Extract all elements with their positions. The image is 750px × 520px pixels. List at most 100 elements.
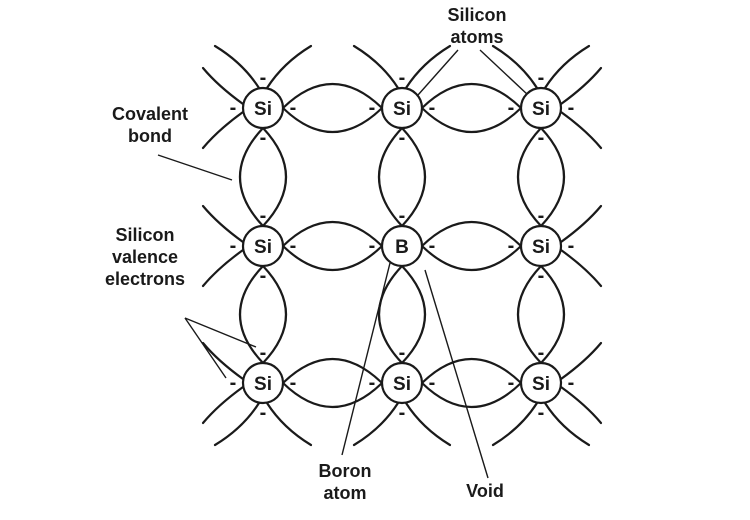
boron-atom: [380, 224, 424, 268]
covalent-bond-line: [420, 82, 523, 110]
valence-electron: -: [260, 205, 267, 227]
valence-electron: -: [538, 127, 545, 149]
outer-bond-line: [559, 248, 603, 288]
covalent-bond-line: [281, 381, 384, 409]
valence-electron: -: [290, 97, 297, 119]
covalent-bond-line: [238, 126, 265, 228]
covalent-bond-line: [261, 264, 288, 365]
valence-electron: -: [260, 265, 267, 287]
valence-electron: -: [508, 235, 515, 257]
valence-electron: -: [260, 402, 267, 424]
outer-bond-line: [213, 401, 261, 447]
valence-electron: -: [429, 97, 436, 119]
valence-electron: -: [230, 372, 237, 394]
covalent-bond-line: [377, 264, 404, 365]
covalent-bond-line: [516, 126, 543, 228]
outer-bond-line: [265, 401, 313, 447]
pointer-line-covalent-bond: [157, 154, 233, 181]
outer-bond-line: [543, 44, 591, 90]
valence-electron: -: [260, 127, 267, 149]
outer-bond-line: [559, 110, 603, 150]
atom-symbol: Si: [254, 237, 272, 258]
atom-symbol: Si: [254, 99, 272, 120]
label-silicon-valence-electrons: Silicon valence electrons: [104, 225, 186, 289]
outer-bond-line: [559, 204, 603, 244]
atom-symbol: Si: [393, 374, 411, 395]
outer-bond-line: [404, 401, 452, 447]
label-boron-atom: Boron atom: [318, 461, 372, 503]
pointer-line-valence-electrons: [184, 317, 257, 348]
valence-electron: -: [230, 97, 237, 119]
covalent-bond-line: [281, 357, 384, 385]
atom-symbol: Si: [532, 374, 550, 395]
outer-bond-line: [265, 44, 313, 90]
atom-symbol: Si: [532, 99, 550, 120]
valence-electron: -: [568, 97, 575, 119]
valence-electron: -: [508, 372, 515, 394]
valence-electron: -: [538, 205, 545, 227]
valence-electron: -: [369, 372, 376, 394]
atom-symbol: Si: [393, 99, 411, 120]
valence-electron: -: [290, 235, 297, 257]
pointer-line-void: [424, 269, 489, 479]
silicon-atom: [241, 224, 285, 268]
outer-bond-line: [201, 66, 245, 106]
valence-electron: -: [429, 372, 436, 394]
valence-electron: -: [399, 127, 406, 149]
silicon-atom: [380, 86, 424, 130]
valence-electron: -: [399, 205, 406, 227]
label-silicon-atoms: Silicon atoms: [447, 5, 507, 47]
covalent-bond-line: [281, 244, 384, 272]
silicon-atom: [519, 361, 563, 405]
covalent-bond-line: [281, 220, 384, 248]
silicon-atom: [519, 224, 563, 268]
outer-bond-line: [201, 204, 245, 244]
valence-electron: -: [230, 235, 237, 257]
valence-electron: -: [538, 265, 545, 287]
valence-electron: -: [260, 67, 267, 89]
valence-electron: -: [538, 67, 545, 89]
atom-symbol: Si: [254, 374, 272, 395]
outer-bond-line: [352, 401, 400, 447]
outer-bond-line: [543, 401, 591, 447]
valence-electron: -: [538, 342, 545, 364]
outer-bond-line: [559, 66, 603, 106]
covalent-bond-line: [281, 82, 384, 110]
outer-bond-line: [491, 44, 539, 90]
silicon-atom: [519, 86, 563, 130]
outer-bond-line: [213, 44, 261, 90]
covalent-bond-line: [420, 244, 523, 272]
covalent-bond-line: [420, 357, 523, 385]
valence-electron: -: [429, 235, 436, 257]
valence-electron: -: [508, 97, 515, 119]
outer-bond-line: [491, 401, 539, 447]
outer-bond-line: [559, 385, 603, 425]
outer-bond-line: [352, 44, 400, 90]
outer-bond-line: [201, 341, 245, 381]
pointer-line-silicon-atoms: [417, 49, 459, 96]
valence-electron: -: [260, 342, 267, 364]
silicon-atom: [241, 86, 285, 130]
covalent-bond-line: [420, 106, 523, 134]
silicon-atom: [241, 361, 285, 405]
valence-electron: -: [538, 402, 545, 424]
valence-electron: -: [399, 402, 406, 424]
covalent-bond-line: [539, 126, 566, 228]
covalent-bond-line: [420, 220, 523, 248]
label-covalent-bond: Covalent bond: [111, 104, 189, 146]
outer-bond-line: [201, 385, 245, 425]
covalent-bond-line: [400, 264, 427, 365]
pointer-line-silicon-atoms: [479, 49, 529, 96]
covalent-bond-line: [377, 126, 404, 228]
outer-bond-line: [201, 110, 245, 150]
valence-electron: -: [568, 235, 575, 257]
outer-bond-line: [404, 44, 452, 90]
covalent-bond-line: [516, 264, 543, 365]
outer-bond-line: [559, 341, 603, 381]
covalent-bond-line: [281, 106, 384, 134]
covalent-bond-line: [238, 264, 265, 365]
atom-symbol: B: [395, 237, 409, 258]
pointer-line-valence-electrons: [184, 317, 227, 379]
